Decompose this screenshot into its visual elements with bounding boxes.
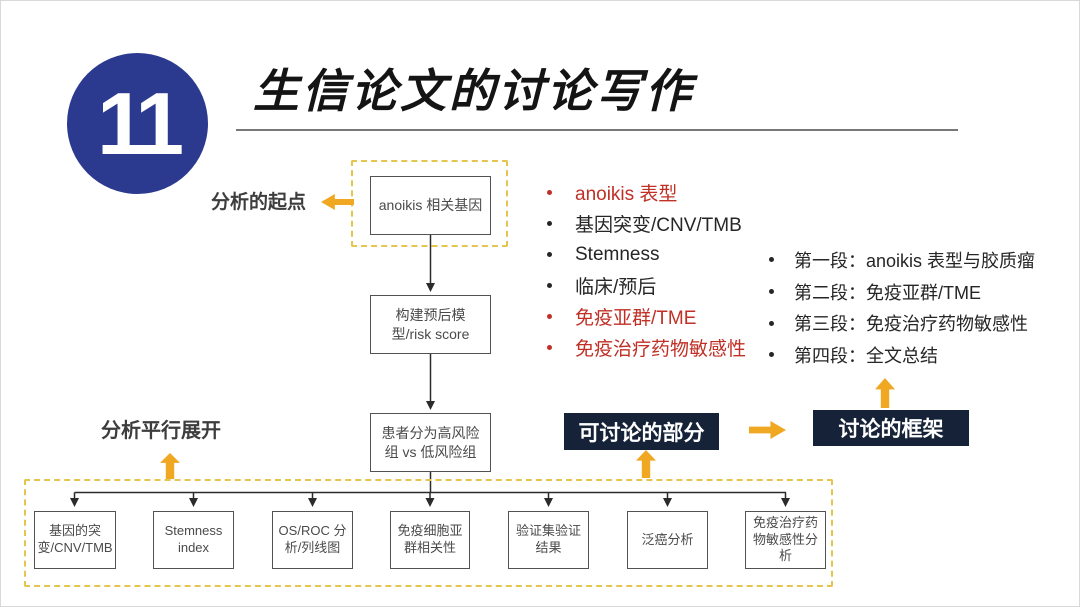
flow-node-mutation-cnv-tmb: 基因的突变/CNV/TMB bbox=[34, 511, 116, 569]
start-point-label: 分析的起点 bbox=[211, 192, 307, 213]
discussion-point-5: 免疫治疗药物敏感性 bbox=[547, 332, 827, 363]
bullet-icon bbox=[547, 314, 552, 319]
discussion-point-0: anoikis 表型 bbox=[547, 177, 827, 208]
discussion-point-4: 免疫亚群/TME bbox=[547, 301, 827, 332]
framework-point-3: 第四段：全文总结 bbox=[769, 339, 1069, 371]
bullet-icon bbox=[547, 345, 552, 350]
discussion-point-1: 基因突变/CNV/TMB bbox=[547, 208, 827, 239]
discussion-point-3: 临床/预后 bbox=[547, 270, 827, 301]
slide-number: 11 bbox=[96, 73, 184, 173]
flow-node-risk-model: 构建预后模型/risk score bbox=[370, 295, 491, 354]
flow-node-os-roc-nomogram: OS/ROC 分析/列线图 bbox=[272, 511, 353, 569]
right-arrow-icon bbox=[749, 421, 786, 439]
up-arrow-icon-discussable bbox=[636, 450, 656, 478]
flow-node-immunotherapy-sensitivity: 免疫治疗药物敏感性分析 bbox=[745, 511, 826, 569]
framework-point-1: 第二段：免疫亚群/TME bbox=[769, 276, 1069, 308]
discussion-framework-box: 讨论的框架 bbox=[813, 410, 969, 446]
highlight-region-analyses bbox=[24, 479, 833, 587]
flow-node-pancancer: 泛癌分析 bbox=[627, 511, 708, 569]
discussion-point-label: 临床/预后 bbox=[575, 277, 657, 298]
bullet-icon bbox=[547, 190, 552, 195]
bullet-icon bbox=[769, 257, 774, 263]
bullet-icon bbox=[547, 221, 552, 226]
bullet-icon bbox=[547, 283, 552, 288]
discussion-point-label: anoikis 表型 bbox=[575, 184, 678, 205]
framework-point-label: 第二段：免疫亚群/TME bbox=[794, 282, 981, 303]
discussion-point-label: Stemness bbox=[575, 243, 660, 265]
up-arrow-icon-parallel bbox=[160, 453, 180, 479]
framework-point-label: 第四段：全文总结 bbox=[794, 345, 938, 366]
up-arrow-icon-framework bbox=[875, 378, 895, 408]
flow-node-validation-set: 验证集验证结果 bbox=[508, 511, 589, 569]
bullet-icon bbox=[769, 320, 774, 326]
left-arrow-icon bbox=[321, 194, 354, 210]
flow-node-stemness-index: Stemness index bbox=[153, 511, 234, 569]
parallel-expand-label: 分析平行展开 bbox=[101, 420, 221, 442]
framework-point-label: 第一段：anoikis 表型与胶质瘤 bbox=[794, 250, 1036, 271]
discussable-parts-box: 可讨论的部分 bbox=[564, 413, 719, 450]
flow-node-immune-subsets: 免疫细胞亚群相关性 bbox=[390, 511, 470, 569]
bullet-icon bbox=[769, 352, 774, 358]
flow-node-anoikis-genes: anoikis 相关基因 bbox=[370, 176, 491, 235]
bullet-icon bbox=[769, 289, 774, 295]
discussion-point-label: 免疫亚群/TME bbox=[575, 308, 697, 329]
discussion-point-label: 基因突变/CNV/TMB bbox=[575, 215, 742, 236]
framework-point-2: 第三段：免疫治疗药物敏感性 bbox=[769, 307, 1069, 339]
discussion-point-2: Stemness bbox=[547, 239, 827, 270]
framework-point-label: 第三段：免疫治疗药物敏感性 bbox=[794, 314, 1028, 335]
slide-number-badge: 11 bbox=[67, 53, 208, 194]
framework-point-0: 第一段：anoikis 表型与胶质瘤 bbox=[769, 244, 1069, 276]
discussion-point-label: 免疫治疗药物敏感性 bbox=[575, 339, 747, 360]
title-underline bbox=[236, 129, 958, 131]
page-title: 生信论文的讨论写作 bbox=[253, 64, 694, 118]
framework-points-list: 第一段：anoikis 表型与胶质瘤 第二段：免疫亚群/TME 第三段：免疫治疗… bbox=[769, 244, 1069, 371]
flow-node-risk-groups: 患者分为高风险组 vs 低风险组 bbox=[370, 413, 491, 472]
discussion-points-list: anoikis 表型 基因突变/CNV/TMB Stemness 临床/预后 免… bbox=[547, 177, 827, 363]
bullet-icon bbox=[547, 252, 552, 257]
